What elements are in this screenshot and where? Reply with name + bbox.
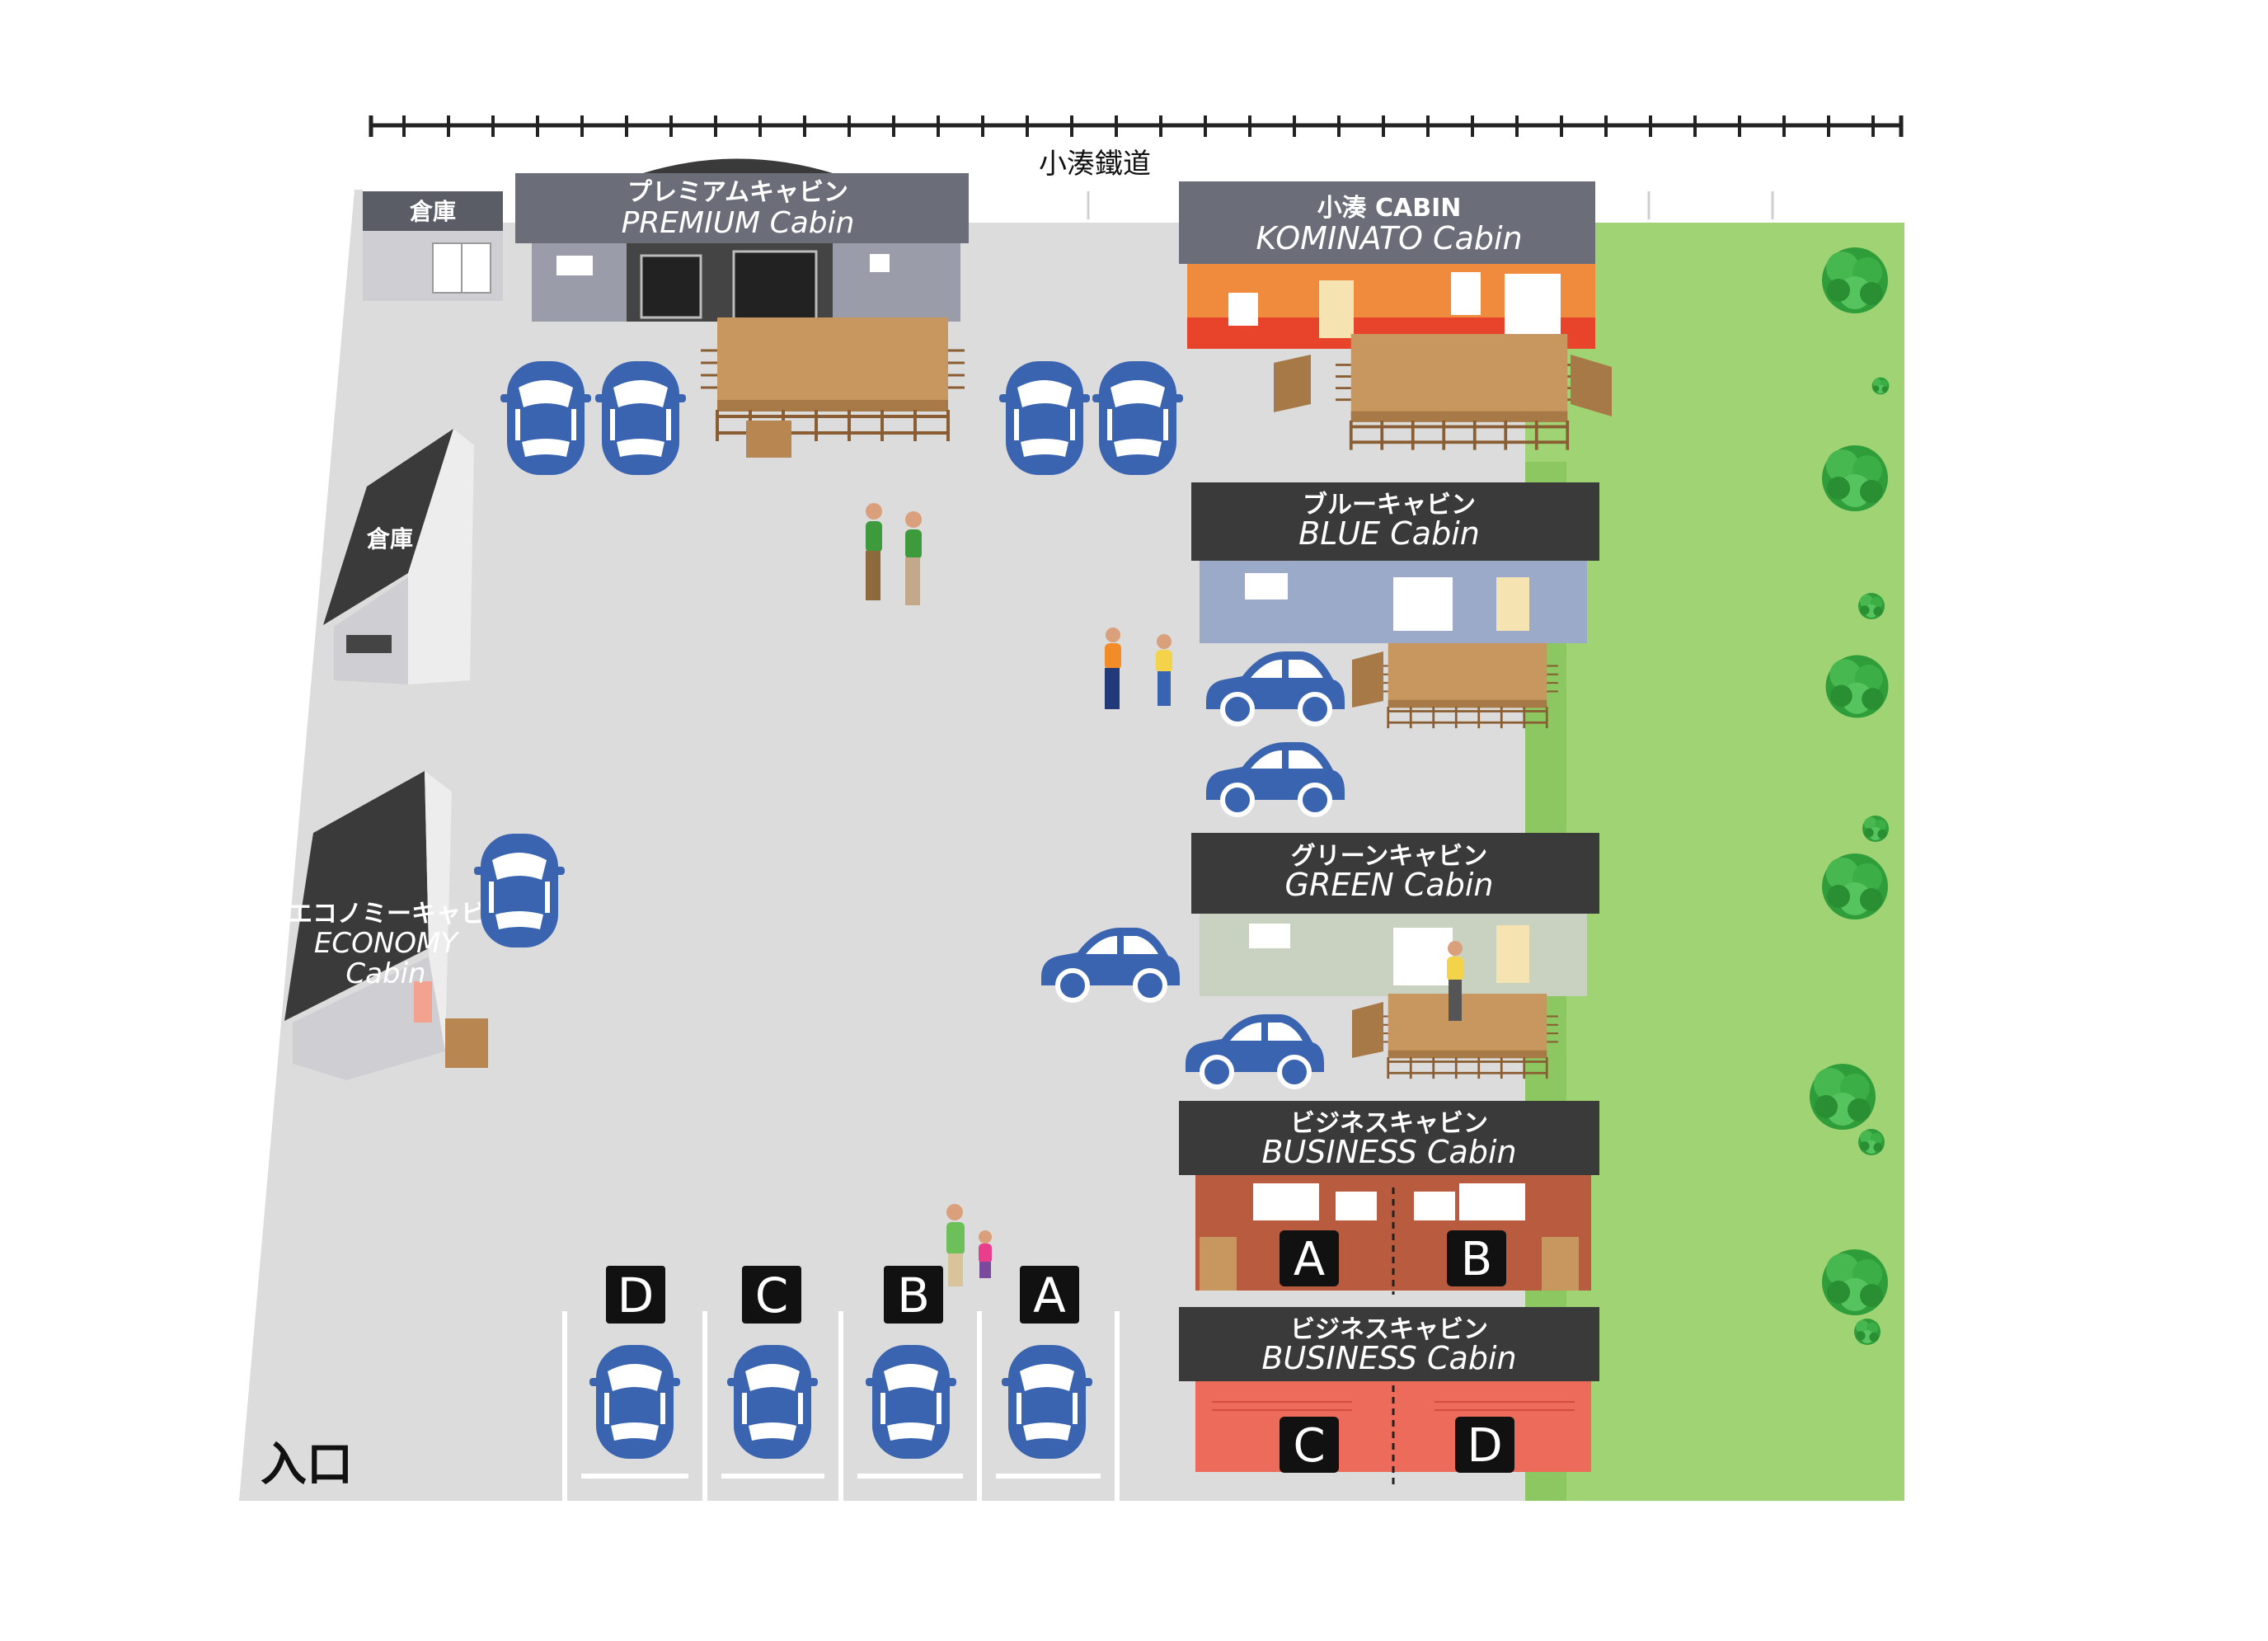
unit-badge-c [1280,1417,1339,1473]
railway-label: 小湊鐵道 [1039,148,1151,181]
kominato-cabin-label-jp: 小湊 CABIN [1317,194,1462,223]
car-icon [999,361,1090,475]
space-badge-c [742,1266,801,1324]
car-icon [589,1345,680,1459]
car-icon [500,361,591,475]
unit-badge-a [1280,1230,1339,1286]
car-icon [474,834,565,947]
person-icon [1447,941,1463,1021]
tree-icon [1858,593,1885,619]
railway-track [369,115,1904,137]
blue-cabin-label-jp: ブルーキャビン [1303,491,1476,520]
tree-icon [1871,377,1890,395]
person-icon [979,1230,992,1278]
tree-icon [1858,1129,1885,1155]
tree-icon [1822,853,1888,919]
unit-label-b: B [1461,1233,1492,1286]
tree-icon [1862,816,1889,842]
green-cabin-label-en: GREEN Cabin [1285,867,1494,903]
unit-label-d: D [1467,1419,1502,1473]
blue-cabin-label-en: BLUE Cabin [1298,515,1480,552]
green-cabin: グリーンキャビン GREEN Cabin [1191,833,1599,1080]
tree-icon [1822,247,1888,313]
person-icon [1156,634,1172,706]
business-cabin-ab-label-en: BUSINESS Cabin [1261,1134,1516,1170]
tree-icon [1854,1319,1881,1345]
business-cabin-cd: ビジネスキャビン BUSINESS Cabin C D [1179,1307,1599,1484]
business-cabin-cd-label-jp: ビジネスキャビン [1290,1315,1488,1344]
entrance-label: 入口 [261,1438,353,1492]
space-label-a: A [1033,1267,1066,1324]
car-icon [727,1345,818,1459]
economy-cabin-label-en2: Cabin [345,957,425,990]
parking-spaces: D C B A [562,1266,1120,1501]
space-label-d: D [617,1267,655,1324]
person-icon [946,1204,965,1286]
economy-cabin-label-jp: エコノミーキャビン [288,900,510,929]
economy-cabin: エコノミーキャビン ECONOMY Cabin [284,771,510,1080]
storage-label: 倉庫 [409,198,456,225]
unit-label-a: A [1294,1233,1325,1286]
storage-shed-top: 倉庫 [363,191,503,301]
tree-icon [1810,1064,1876,1130]
kominato-cabin: 小湊 CABIN KOMINATO Cabin [1179,181,1612,450]
unit-badge-b [1447,1230,1506,1286]
economy-cabin-label-en1: ECONOMY [314,927,460,960]
space-badge-a [1020,1266,1079,1324]
premium-cabin-label-en: PREMIUM Cabin [622,206,855,240]
tree-icon [1822,1249,1888,1315]
business-cabin-cd-label-en: BUSINESS Cabin [1261,1340,1516,1376]
person-icon [1105,628,1121,709]
person-icon [905,511,922,605]
tree-icon [1822,445,1888,511]
blue-cabin: ブルーキャビン BLUE Cabin [1191,482,1599,730]
unit-label-c: C [1293,1419,1325,1473]
space-label-c: C [755,1267,789,1324]
unit-badge-d [1455,1417,1514,1473]
business-cabin-ab: ビジネスキャビン BUSINESS Cabin A B [1179,1101,1599,1295]
space-badge-b [884,1266,943,1324]
space-label-b: B [897,1267,930,1324]
business-cabin-ab-label-jp: ビジネスキャビン [1290,1109,1488,1138]
person-icon [866,503,882,600]
storage-shed-left: 倉庫 [323,429,474,684]
premium-cabin: プレミアムキャビン PREMIUM Cabin [515,158,969,458]
premium-cabin-label-jp: プレミアムキャビン [627,178,848,207]
kominato-cabin-label-en: KOMINATO Cabin [1256,220,1522,256]
car-icon [595,361,686,475]
people [866,503,1463,1286]
storage-label-2: 倉庫 [366,525,413,552]
car-icon [866,1345,956,1459]
green-cabin-label-jp: グリーンキャビン [1291,842,1488,871]
space-badge-d [606,1266,665,1324]
tree-icon [1825,655,1889,718]
car-icon [1002,1345,1092,1459]
car-icon [1092,361,1183,475]
